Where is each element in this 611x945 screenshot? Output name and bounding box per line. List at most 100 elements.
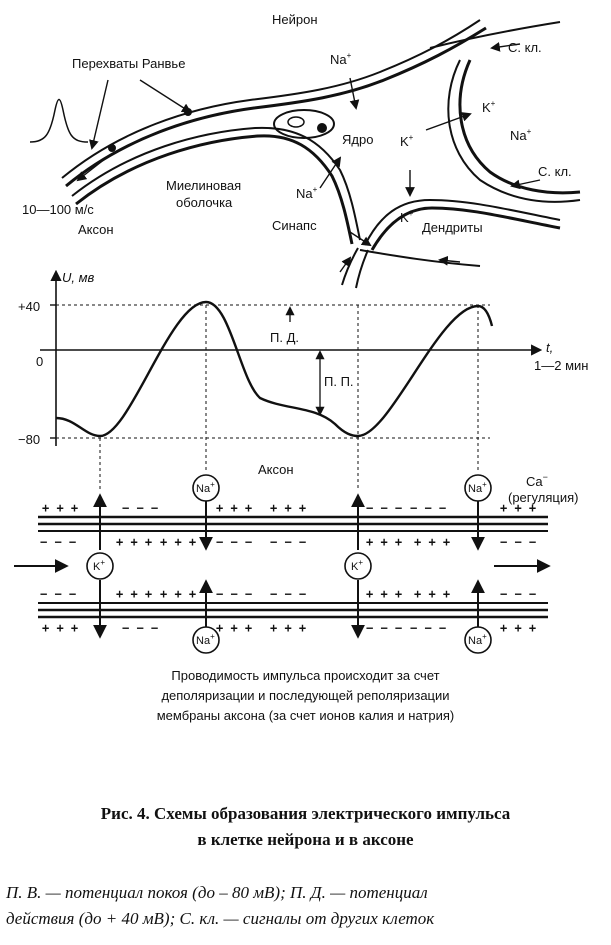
svg-text:+ + +: + + + [366, 587, 402, 601]
caption-line-2: деполяризации и последующей реполяризаци… [161, 688, 450, 703]
dendrite-upper-right [447, 59, 581, 203]
synapse-stem [341, 247, 359, 286]
svg-text:+ + +: + + + [270, 501, 306, 515]
dendrite-lower [364, 198, 561, 246]
ion-flow-arrows [14, 493, 551, 639]
svg-text:+ + +: + + + [42, 501, 78, 515]
ion-na-top-1: Na+ [192, 474, 220, 502]
dendrite-bottom [359, 249, 481, 267]
axon-membrane-upper [61, 19, 481, 179]
charges-lower: − − − + + + + + + − − − − − − + + + + + … [40, 587, 536, 635]
pp-label: П. П. [324, 374, 354, 389]
svg-text:Na+: Na+ [468, 480, 487, 495]
svg-text:+ + +: + + + [42, 621, 78, 635]
svg-text:+ + +: + + + [270, 621, 306, 635]
ion-k-2: K+ [344, 552, 372, 580]
y-axis-label: U, мв [62, 270, 95, 285]
membrane-lower [38, 602, 548, 619]
nucleus-inner [287, 116, 305, 128]
svg-text:− − −: − − − [216, 587, 252, 601]
svg-text:− − −: − − − [122, 501, 158, 515]
label-dendrites: Дендриты [422, 220, 483, 235]
svg-text:+ + +: + + + [414, 535, 450, 549]
label-s-kl-right: С. кл. [538, 164, 572, 179]
legend-line-1: П. В. — потенциал покоя (до – 80 мВ); П.… [6, 883, 428, 902]
svg-text:+ + +: + + + [500, 501, 536, 515]
neuron-schematic [29, 19, 581, 289]
svg-text:Na+: Na+ [196, 632, 215, 647]
label-s-kl-top: С. кл. [508, 40, 542, 55]
label-myelin-1: Миелиновая [166, 178, 241, 193]
potential-graph [40, 269, 543, 490]
svg-text:+ + +: + + + [366, 535, 402, 549]
label-na-top: Na+ [330, 51, 352, 67]
action-potential-curve [55, 300, 494, 438]
svg-text:− − −: − − − [216, 535, 252, 549]
figure-title-line-2: в клетке нейрона и в аксоне [197, 830, 414, 849]
ca-label: Ca− [526, 472, 548, 489]
label-na-lower: Na+ [296, 185, 318, 201]
ion-k-1: K+ [86, 552, 114, 580]
label-k-right: K+ [482, 99, 496, 115]
y-tick-minus80: −80 [18, 432, 40, 447]
svg-text:+ + +: + + + [216, 501, 252, 515]
svg-text:− − −: − − − [410, 501, 446, 515]
ca-note: (регуляция) [508, 490, 578, 505]
svg-text:− − −: − − − [40, 587, 76, 601]
y-tick-zero: 0 [36, 354, 43, 369]
svg-text:− − −: − − − [500, 535, 536, 549]
axon-membrane-lower-inner [75, 134, 354, 245]
x-axis-units: 1—2 мин [534, 358, 588, 373]
svg-text:− − −: − − − [366, 621, 402, 635]
svg-text:− − −: − − − [410, 621, 446, 635]
membrane-axon-label: Аксон [258, 462, 294, 477]
label-myelin-2: оболочка [176, 195, 233, 210]
membrane-upper [38, 515, 548, 532]
figure-title-line-1: Рис. 4. Схемы образования электрического… [100, 804, 511, 823]
svg-text:Na+: Na+ [196, 480, 215, 495]
dendrite-upper-right-inner [458, 59, 581, 195]
svg-text:+ + +: + + + [116, 535, 152, 549]
svg-text:+ + +: + + + [116, 587, 152, 601]
ranvier-node [108, 144, 116, 152]
label-nodes-of-ranvier: Перехваты Ранвье [72, 56, 185, 71]
svg-text:+ + +: + + + [160, 535, 196, 549]
spike-icon [29, 98, 89, 143]
svg-text:+ + +: + + + [414, 587, 450, 601]
caption-line-3: мембраны аксона (за счет ионов калия и н… [156, 708, 455, 723]
axon-membrane-upper-inner [65, 26, 487, 188]
neuron-arrows [76, 42, 541, 273]
svg-text:− − −: − − − [500, 587, 536, 601]
axon-membrane-lower [71, 126, 361, 241]
neuron-title: Нейрон [272, 12, 318, 27]
label-na-right: Na+ [510, 127, 532, 143]
label-nucleus: Ядро [342, 132, 373, 147]
dendrite-lower-inner [370, 206, 561, 251]
label-k-mid: K+ [400, 133, 414, 149]
legend-line-2: действия (до + 40 мВ); С. кл. — сигналы … [6, 909, 435, 928]
label-synapse: Синапс [272, 218, 317, 233]
svg-text:+ + +: + + + [500, 621, 536, 635]
label-k-lower: K+ [400, 209, 414, 225]
svg-text:+ + +: + + + [216, 621, 252, 635]
ion-na-top-2: Na+ [464, 474, 492, 502]
ion-na-bottom-2: Na+ [464, 626, 492, 654]
nucleolus [317, 123, 327, 133]
svg-text:− − −: − − − [270, 587, 306, 601]
svg-text:K+: K+ [351, 558, 363, 573]
svg-text:K+: K+ [93, 558, 105, 573]
pd-label: П. Д. [270, 330, 299, 345]
x-axis-label: t, [546, 340, 553, 355]
y-tick-plus40: +40 [18, 299, 40, 314]
ion-na-bottom-1: Na+ [192, 626, 220, 654]
charges-upper: + + + − − − + + + + + + − − − − − − + + … [40, 501, 536, 549]
svg-text:− − −: − − − [122, 621, 158, 635]
svg-text:− − −: − − − [366, 501, 402, 515]
caption-line-1: Проводимость импульса происходит за счет [171, 668, 440, 683]
svg-text:Na+: Na+ [468, 632, 487, 647]
svg-text:− − −: − − − [40, 535, 76, 549]
synapse-stem-2 [355, 249, 369, 289]
dendrite-top-right [429, 21, 561, 49]
